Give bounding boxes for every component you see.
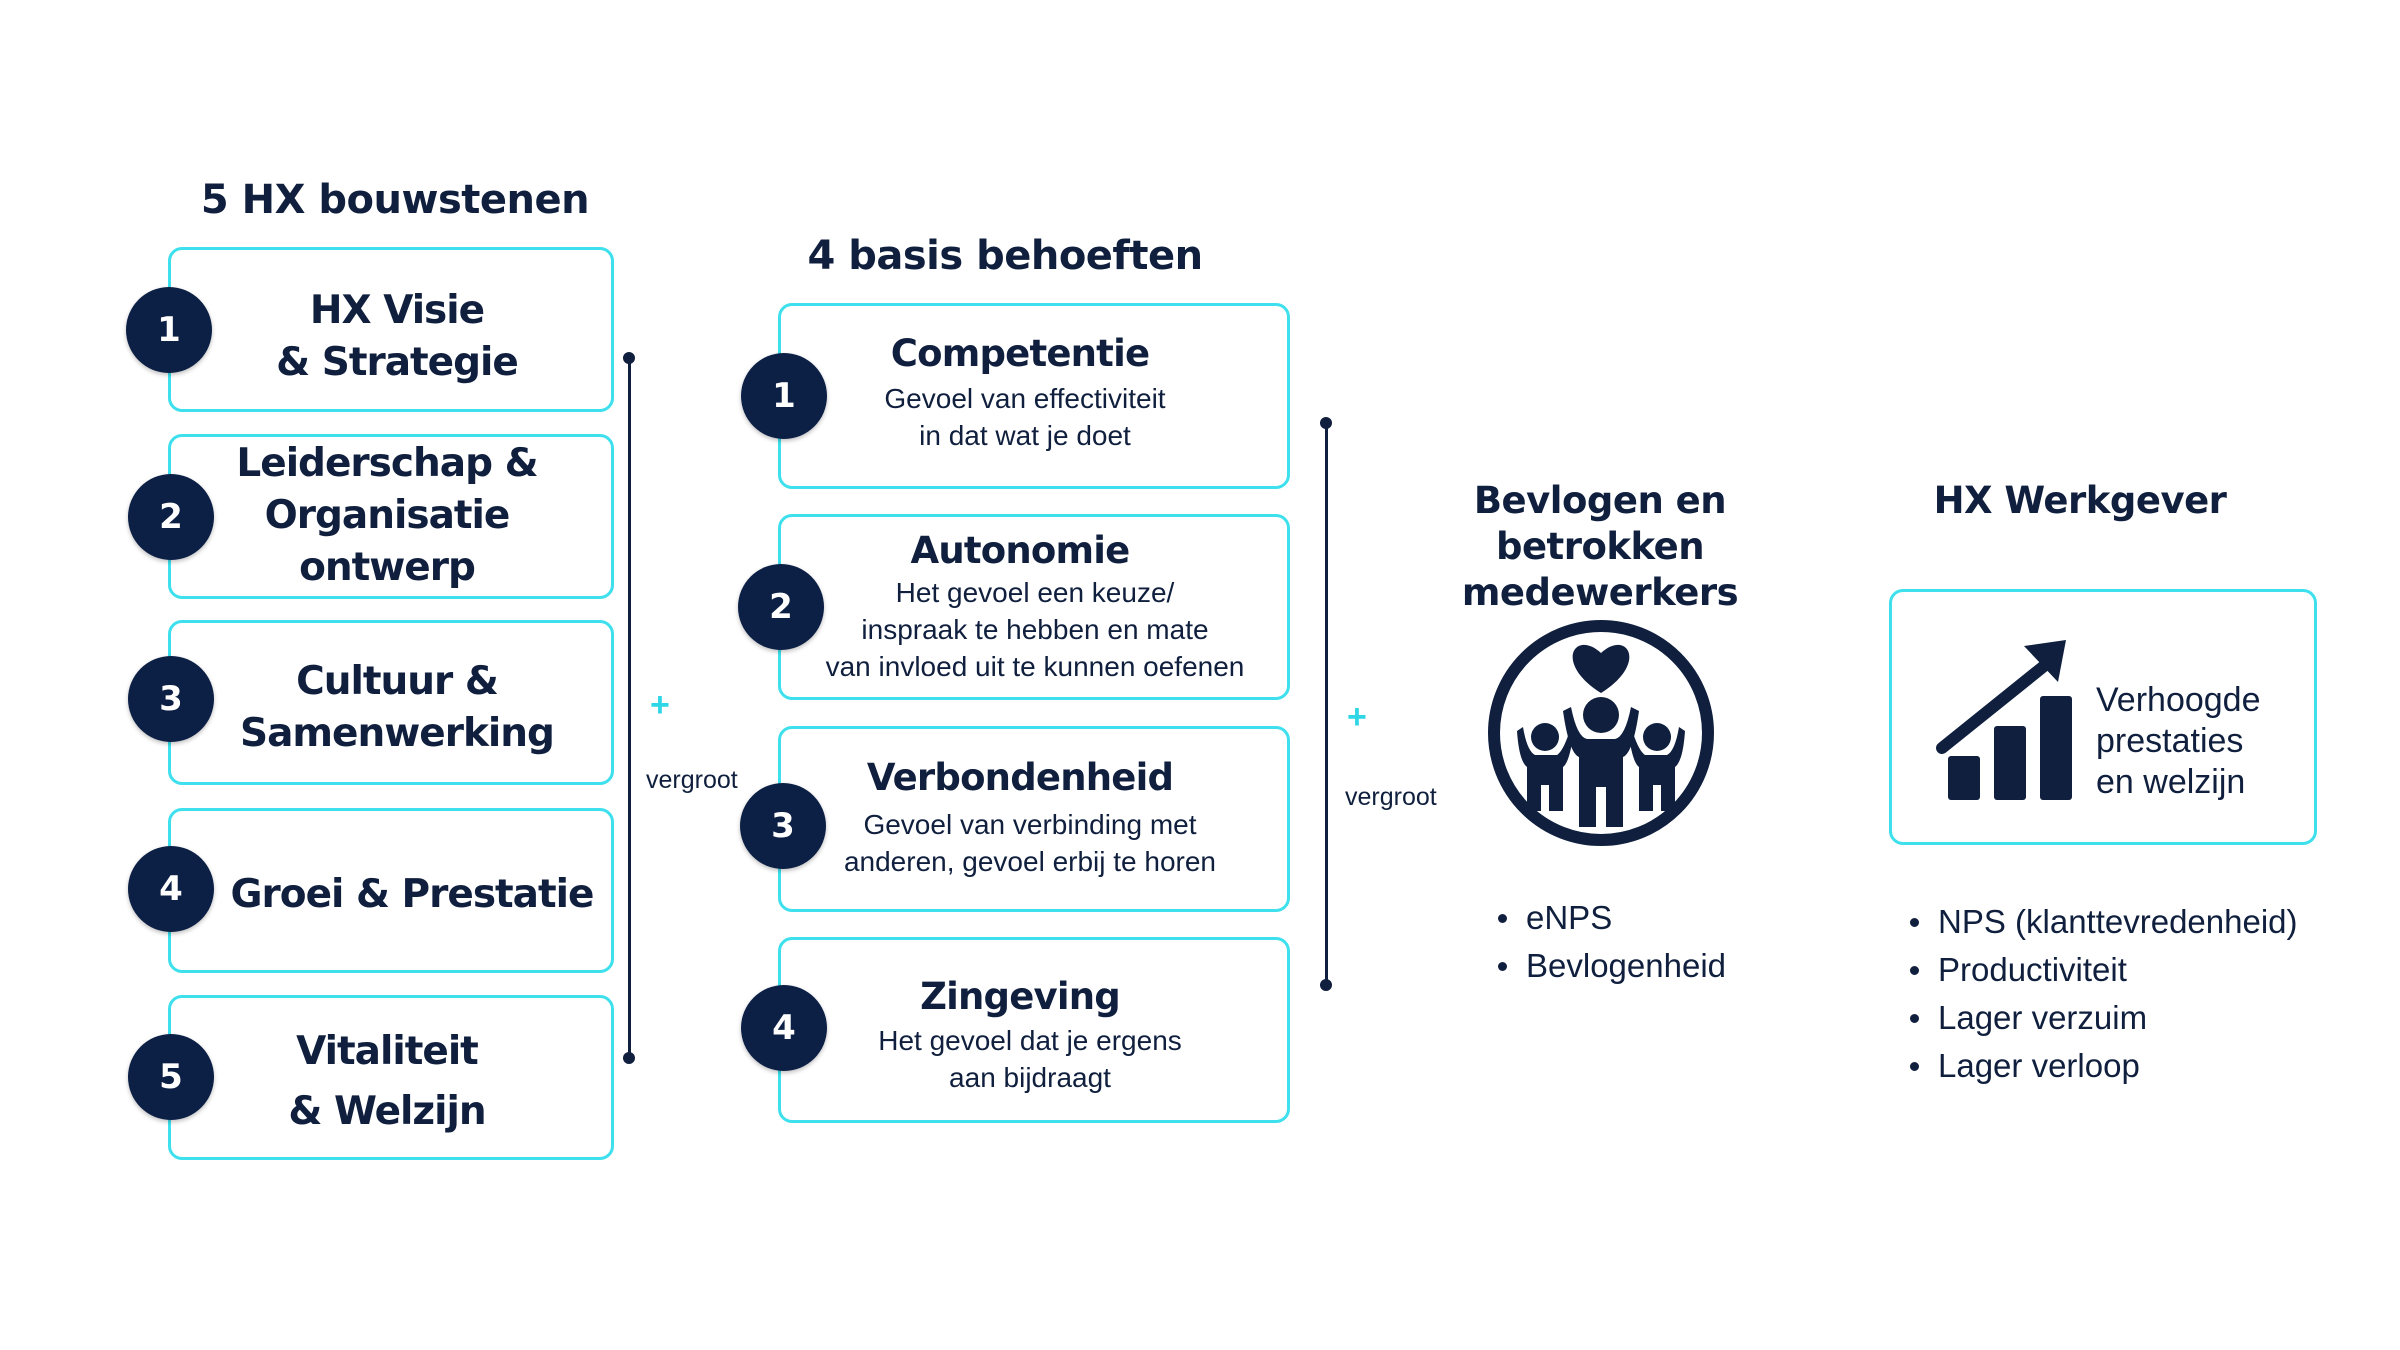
need-description-line: in dat wat je doet bbox=[919, 420, 1131, 451]
need-title: Autonomie bbox=[910, 529, 1131, 572]
block-title-line: & Welzijn bbox=[288, 1089, 486, 1134]
number-badge: 2 bbox=[738, 564, 824, 650]
column3-bullets: eNPS Bevlogenheid bbox=[1492, 894, 1726, 990]
block-title-line: Groei & Prestatie bbox=[230, 872, 595, 917]
number-badge: 4 bbox=[741, 985, 827, 1071]
column1-heading: 5 HX bouwstenen bbox=[200, 177, 590, 223]
bullet-item: NPS (klanttevredenheid) bbox=[1904, 898, 2298, 946]
bullet-item: eNPS bbox=[1492, 894, 1726, 942]
need-description-line: Het gevoel een keuze/ bbox=[895, 577, 1175, 608]
need-description-line: aan bijdraagt bbox=[949, 1062, 1111, 1093]
number-badge: 4 bbox=[128, 846, 214, 932]
column3-heading-line: Bevlogen en betrokken bbox=[1473, 479, 1727, 568]
need-title: Zingeving bbox=[920, 975, 1121, 1018]
result-text: Verhoogde prestaties en welzijn bbox=[2096, 680, 2261, 803]
block-title-line: & Strategie bbox=[276, 340, 519, 385]
need-description-line: Gevoel van verbinding met bbox=[863, 809, 1197, 840]
block-title-line: HX Visie bbox=[309, 288, 485, 333]
result-text-line: prestaties bbox=[2096, 722, 2244, 760]
column3-heading-line: medewerkers bbox=[1461, 571, 1739, 614]
bullet-item: Lager verzuim bbox=[1904, 994, 2298, 1042]
block-title-line: Cultuur & bbox=[296, 659, 499, 704]
bullet-item: Productiviteit bbox=[1904, 946, 2298, 994]
column4-bullets: NPS (klanttevredenheid) Productiviteit L… bbox=[1904, 898, 2298, 1090]
column2-heading: 4 basis behoeften bbox=[807, 233, 1203, 279]
block-title-line: Leiderschap & bbox=[236, 441, 538, 486]
bullet-item: Bevlogenheid bbox=[1492, 942, 1726, 990]
need-description-line: Gevoel van effectiviteit bbox=[884, 383, 1166, 414]
plus-sign: + bbox=[650, 686, 670, 724]
need-title: Competentie bbox=[890, 332, 1150, 375]
need-description-line: Het gevoel dat je ergens bbox=[878, 1025, 1182, 1056]
vergroot-label: vergroot bbox=[646, 766, 738, 794]
need-description-line: inspraak te hebben en mate bbox=[861, 614, 1209, 645]
result-text-line: Verhoogde bbox=[2096, 681, 2261, 719]
need-title: Verbondenheid bbox=[866, 756, 1174, 799]
vergroot-label: vergroot bbox=[1345, 783, 1437, 811]
result-text-line: en welzijn bbox=[2096, 763, 2246, 801]
need-description-line: anderen, gevoel erbij te horen bbox=[843, 846, 1217, 877]
bullet-item: Lager verloop bbox=[1904, 1042, 2298, 1090]
growth-chart-icon bbox=[1934, 636, 2084, 806]
result-box bbox=[1889, 589, 2317, 845]
column4-heading: HX Werkgever bbox=[1933, 479, 2227, 522]
block-title-line: Vitaliteit bbox=[296, 1029, 479, 1074]
number-badge: 5 bbox=[128, 1034, 214, 1120]
people-heart-icon bbox=[1483, 615, 1719, 851]
block-title-line: Organisatie bbox=[264, 493, 511, 538]
block-title-line: ontwerp bbox=[299, 545, 476, 590]
number-badge: 3 bbox=[740, 783, 826, 869]
number-badge: 1 bbox=[126, 287, 212, 373]
need-description-line: van invloed uit te kunnen oefenen bbox=[825, 651, 1245, 682]
column3-heading: Bevlogen en betrokken medewerkers bbox=[1370, 478, 1830, 616]
block-title-line: Samenwerking bbox=[240, 711, 555, 756]
number-badge: 3 bbox=[128, 656, 214, 742]
plus-sign: + bbox=[1347, 698, 1367, 736]
number-badge: 2 bbox=[128, 474, 214, 560]
number-badge: 1 bbox=[741, 353, 827, 439]
